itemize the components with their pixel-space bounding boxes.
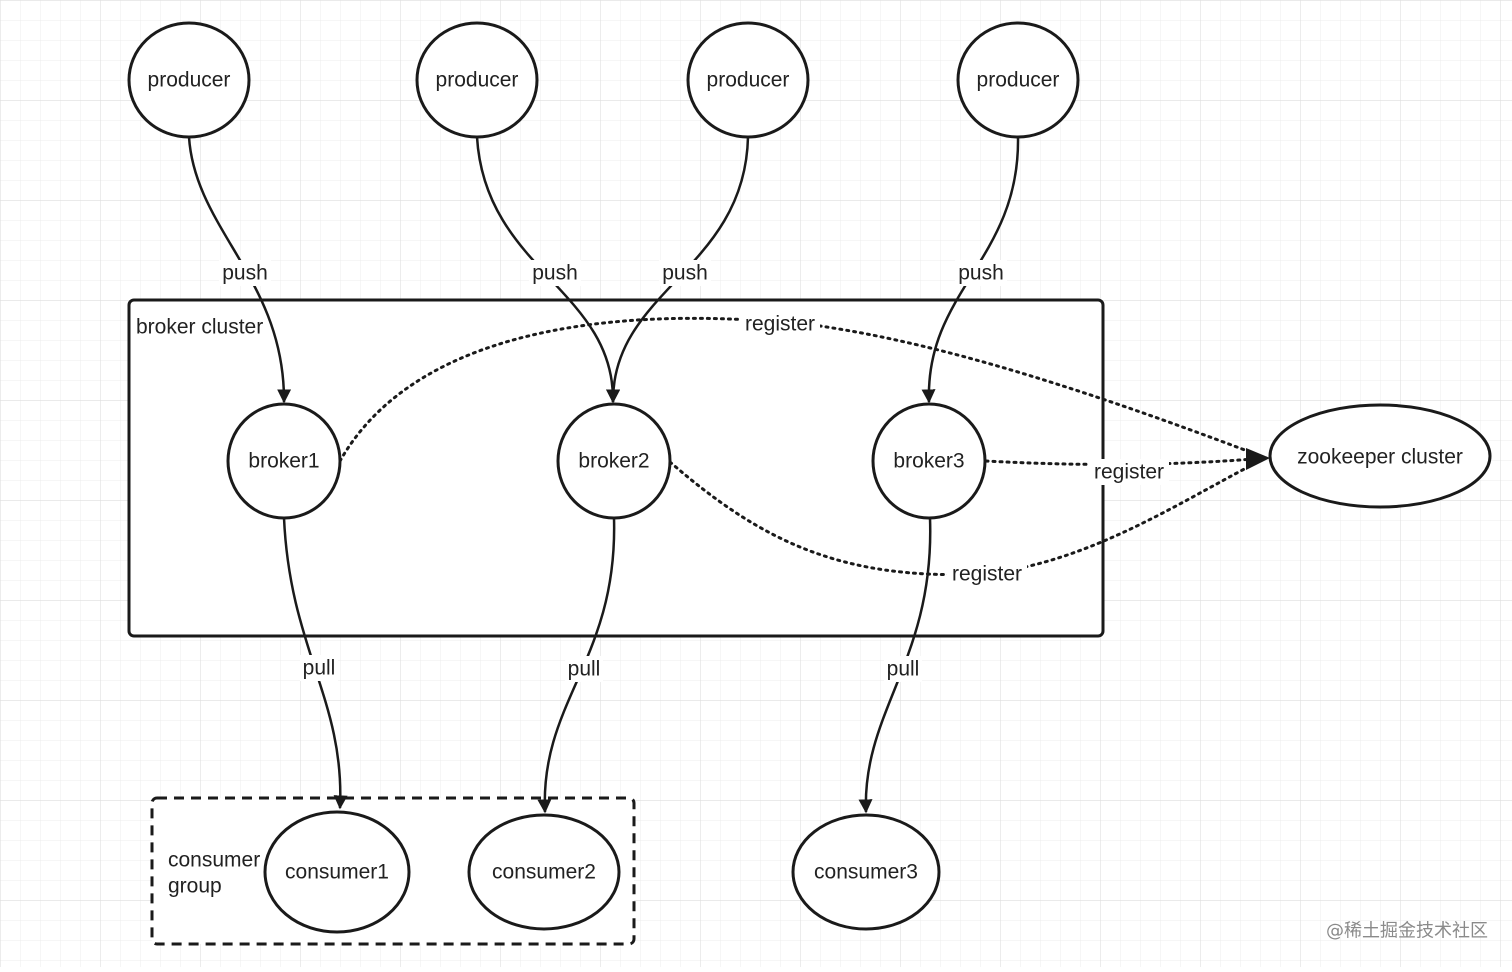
zookeeper-cluster-node[interactable] — [1268, 403, 1492, 509]
broker-node-1-label: broker1 — [248, 450, 319, 473]
push-label-1: push — [222, 262, 268, 285]
register-label-1-bg — [740, 311, 820, 337]
pull-label-3-bg — [884, 656, 922, 682]
register-label-3: register — [952, 563, 1022, 586]
consumer-node-2-label: consumer2 — [492, 861, 596, 884]
producer-node-2[interactable] — [415, 21, 539, 139]
producer-node-3[interactable] — [686, 21, 810, 139]
broker-node-3[interactable] — [871, 402, 987, 520]
pull-label-1: pull — [303, 657, 336, 680]
push-label-3-bg — [659, 260, 711, 286]
push-label-2: push — [532, 262, 578, 285]
register-label-1: register — [745, 313, 815, 336]
broker-node-3-label: broker3 — [893, 450, 964, 473]
register-arrowhead — [1246, 448, 1270, 470]
push-label-4-bg — [955, 260, 1007, 286]
pull-label-3: pull — [887, 658, 920, 681]
consumer-node-3-label: consumer3 — [814, 861, 918, 884]
pull-label-2: pull — [568, 658, 601, 681]
register-label-3-bg — [947, 561, 1027, 587]
producer-node-4[interactable] — [956, 21, 1080, 139]
consumer-node-3[interactable] — [791, 813, 941, 931]
push-label-3: push — [662, 262, 708, 285]
consumer-group-label-line2: group — [168, 875, 222, 898]
consumer-node-2[interactable] — [467, 813, 621, 931]
zookeeper-cluster-label: zookeeper cluster — [1297, 446, 1463, 469]
broker-node-2-label: broker2 — [578, 450, 649, 473]
broker-cluster-label: broker cluster — [136, 316, 263, 339]
push-edge-1[interactable] — [187, 136, 292, 404]
consumer-node-1[interactable] — [263, 810, 411, 934]
register-label-2: register — [1094, 461, 1164, 484]
producer-node-2-label: producer — [436, 69, 519, 92]
push-label-2-bg — [529, 260, 581, 286]
producer-node-1-label: producer — [148, 69, 231, 92]
watermark-text: @稀土掘金技术社区 — [1326, 921, 1488, 942]
pull-label-2-bg — [565, 656, 603, 682]
pull-label-1-bg — [300, 655, 338, 681]
producer-node-4-label: producer — [977, 69, 1060, 92]
push-label-1-bg — [219, 260, 271, 286]
producer-node-1[interactable] — [127, 21, 251, 139]
broker-node-2[interactable] — [556, 402, 672, 520]
push-label-4: push — [958, 262, 1004, 285]
consumer-node-1-label: consumer1 — [285, 861, 389, 884]
broker-node-1[interactable] — [226, 402, 342, 520]
producer-node-3-label: producer — [707, 69, 790, 92]
consumer-group-label-line1: consumer — [168, 849, 260, 872]
register-label-2-bg — [1089, 459, 1169, 485]
